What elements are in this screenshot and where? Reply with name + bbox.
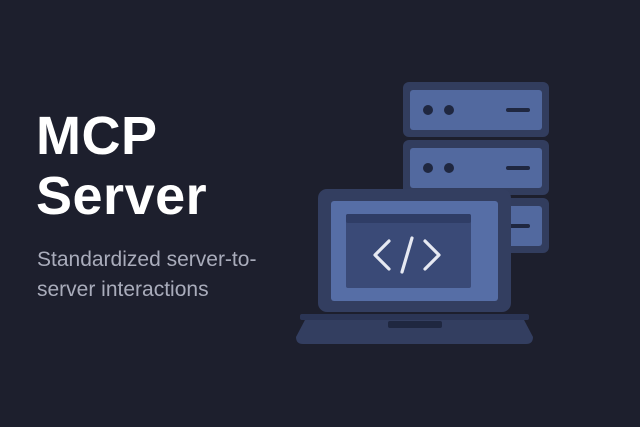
hero-title: MCP Server xyxy=(36,106,207,226)
hero-title-line-1: MCP xyxy=(36,106,158,166)
hero-subtitle-line-2: server interactions xyxy=(37,278,209,301)
hero-title-line-2: Server xyxy=(36,166,208,226)
laptop-icon xyxy=(296,189,533,344)
hero-subtitle: Standardized server-to- server interacti… xyxy=(37,245,307,305)
code-brackets-icon xyxy=(373,236,441,274)
server-unit-1 xyxy=(403,82,549,137)
server-unit-2 xyxy=(403,140,549,195)
hero-subtitle-line-1: Standardized server-to- xyxy=(37,248,257,271)
